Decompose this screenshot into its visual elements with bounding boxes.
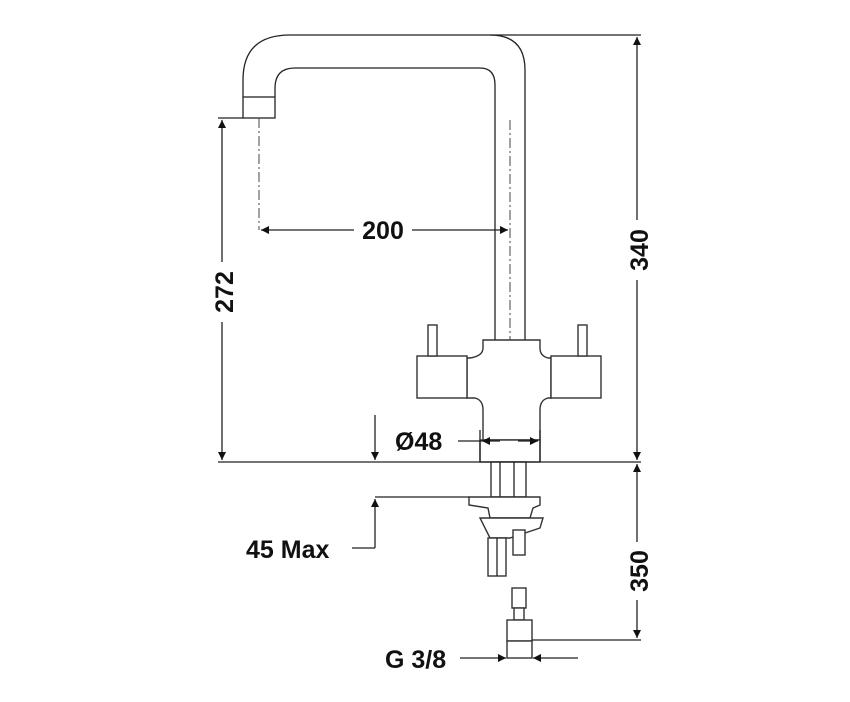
dimension-diameter-48: Ø48	[395, 428, 538, 456]
dimension-200: 200	[261, 217, 508, 245]
dimension-label-272: 272	[211, 271, 239, 313]
spout	[242, 34, 526, 370]
dimension-label-340: 340	[626, 229, 654, 271]
dimension-g-3-8: G 3/8	[385, 646, 578, 674]
dimension-label-45-max: 45 Max	[246, 536, 329, 564]
aerator-nozzle	[242, 96, 276, 119]
hose-nut	[506, 619, 533, 642]
left-handle-lever	[427, 324, 438, 357]
dimension-label-48: Ø48	[395, 428, 442, 456]
tap-body	[416, 324, 602, 463]
left-handle-block	[416, 355, 468, 399]
dimension-350: 350	[625, 464, 654, 638]
dimension-340: 340	[625, 37, 654, 460]
dimension-label-200: 200	[362, 217, 404, 245]
dimension-45-max: 45 Max	[246, 415, 379, 564]
dimension-label-350: 350	[626, 550, 654, 592]
right-handle-block	[550, 355, 602, 399]
dimension-272: 272	[210, 120, 239, 460]
right-handle-lever	[577, 324, 588, 357]
mounting-kit	[468, 461, 544, 659]
base-plate	[479, 439, 541, 463]
dimension-label-g-3-8: G 3/8	[385, 646, 446, 674]
